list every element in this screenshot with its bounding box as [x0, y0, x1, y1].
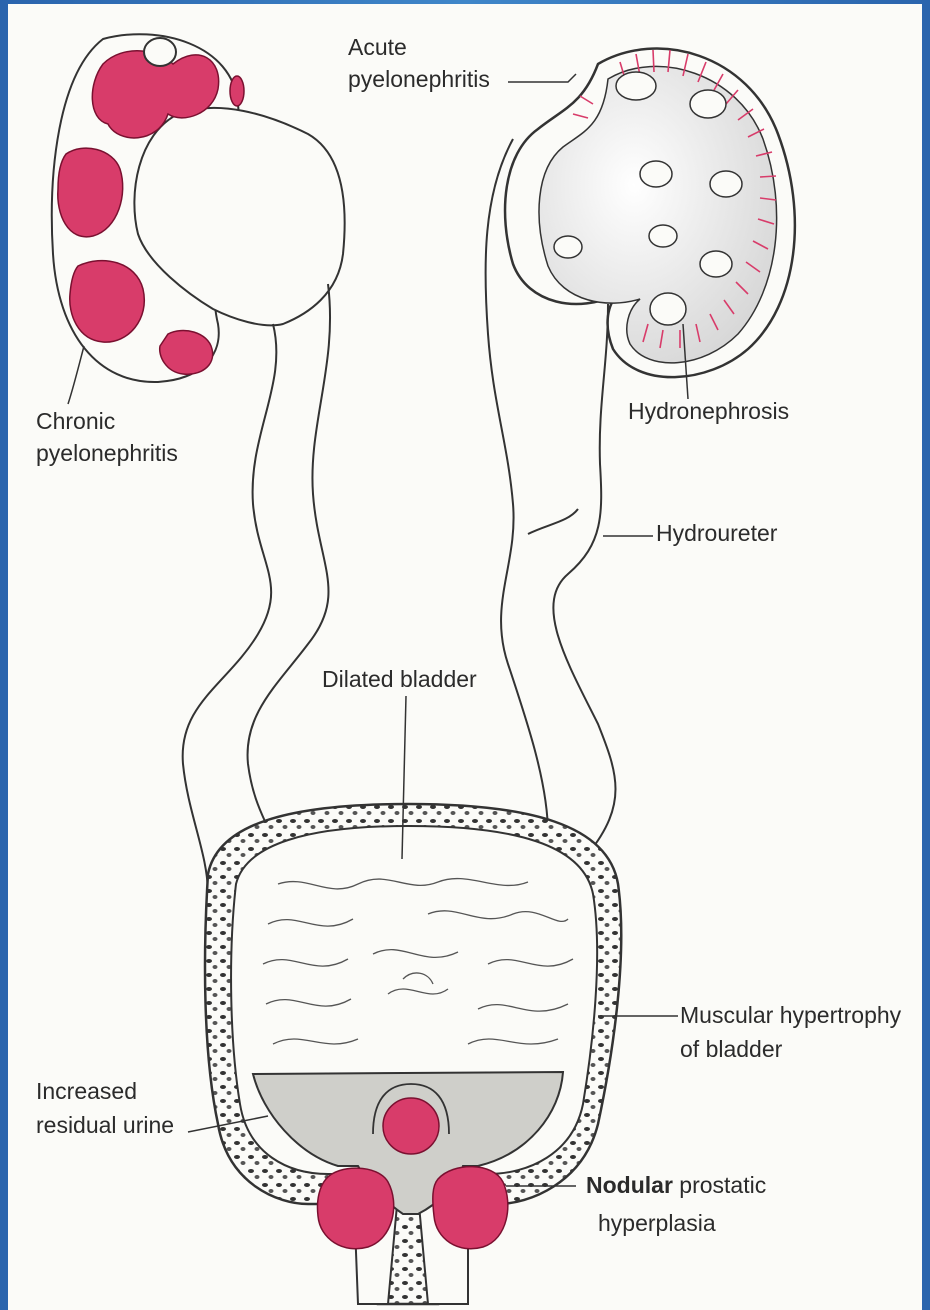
label-hydroureter: Hydroureter	[656, 518, 777, 548]
left-ureter	[183, 284, 330, 894]
label-residual-line1: Increased	[36, 1076, 137, 1106]
label-nodular-line2: hyperplasia	[598, 1208, 716, 1238]
label-chronic-line2: pyelonephritis	[36, 438, 178, 468]
label-hydronephrosis: Hydronephrosis	[628, 396, 789, 426]
label-nodular-rest: prostatic	[673, 1172, 766, 1198]
label-nodular-bold: Nodular	[586, 1172, 673, 1198]
label-muscular-line1: Muscular hypertrophy	[680, 1000, 901, 1030]
label-nodular-line1: Nodular prostatic	[586, 1170, 766, 1200]
label-acute-line2: pyelonephritis	[348, 64, 490, 94]
right-kidney	[505, 49, 795, 378]
left-kidney-cyst	[144, 38, 176, 66]
diagram-canvas: Acute pyelonephritis Chronic pyelonephri…	[8, 4, 922, 1310]
label-acute-line1: Acute	[348, 32, 407, 62]
bladder	[205, 804, 621, 1304]
label-muscular-line2: of bladder	[680, 1034, 782, 1064]
label-residual-line2: residual urine	[36, 1110, 174, 1140]
label-dilated-bladder: Dilated bladder	[322, 664, 477, 694]
label-chronic-line1: Chronic	[36, 406, 115, 436]
